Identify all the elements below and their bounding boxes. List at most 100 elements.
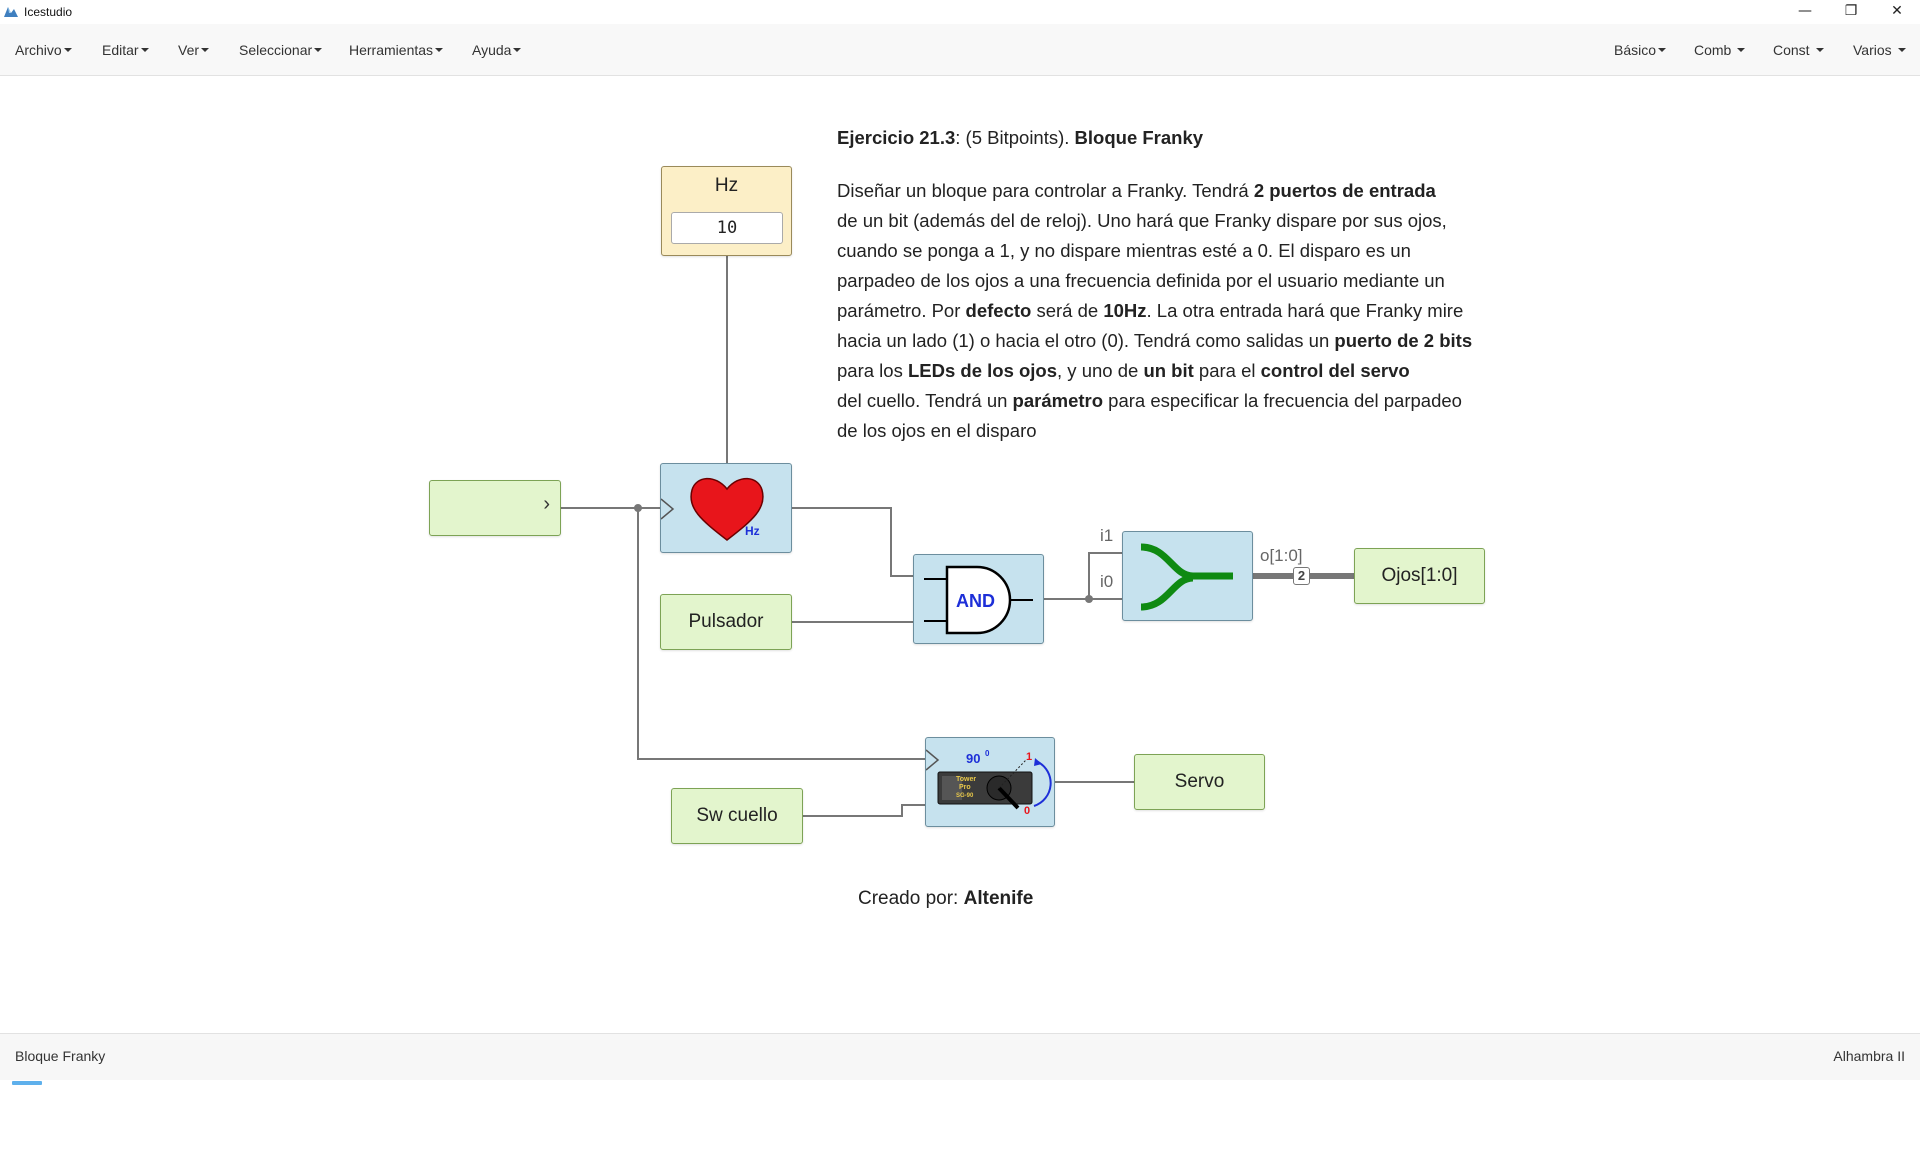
port-i0-label: i0 — [1100, 572, 1114, 591]
project-name: Bloque Franky — [15, 1048, 106, 1064]
param-hz-label: Hz — [714, 175, 739, 196]
info-line-4: parpadeo de los ojos a una frecuencia de… — [837, 270, 1445, 291]
info-line-8: del cuello. Tendrá un parámetro para esp… — [837, 386, 1507, 416]
join-bus-block[interactable] — [1122, 531, 1253, 621]
wire-junction — [1085, 595, 1093, 603]
heart-unit-label: Hz — [745, 524, 760, 538]
close-button[interactable]: ✕ — [1874, 0, 1920, 22]
wire-swcuello-servo[interactable] — [803, 804, 925, 817]
input-swcuello-label: Sw cuello — [696, 805, 778, 826]
caret-down-icon — [1737, 48, 1746, 52]
caret-down-icon — [314, 48, 323, 52]
info-line-7: para los LEDs de los ojos, y uno de un b… — [837, 356, 1507, 386]
info-text: del cuello. Tendrá un — [837, 390, 1013, 411]
close-icon: ✕ — [1891, 3, 1903, 19]
heart-hz-block[interactable]: Hz — [660, 463, 792, 553]
menu-seleccionar[interactable]: Seleccionar — [239, 24, 323, 76]
caret-down-icon — [1658, 48, 1667, 52]
menu-ayuda[interactable]: Ayuda — [472, 24, 522, 76]
menu-herramientas[interactable]: Herramientas — [349, 24, 444, 76]
caret-down-icon — [435, 48, 444, 52]
minimize-button[interactable]: — — [1782, 0, 1828, 22]
info-text: para especificar la frecuencia del parpa… — [1103, 390, 1462, 411]
menu-ayuda-label: Ayuda — [472, 42, 512, 58]
window-title: Icestudio — [24, 5, 73, 19]
servo-zero-label: 0 — [1024, 805, 1030, 817]
restore-button[interactable]: ❐ — [1828, 0, 1874, 22]
exercise-title: Ejercicio 21.3: (5 Bitpoints). Bloque Fr… — [837, 123, 1507, 153]
caret-down-icon — [1897, 48, 1906, 52]
output-ojos-block[interactable]: Ojos[1:0] — [1354, 548, 1485, 604]
design-canvas[interactable]: Hz 10 › Hz Pulsador AND i1 i0 o — [0, 77, 1920, 1085]
menu-const[interactable]: Const — [1773, 24, 1824, 76]
caret-down-icon — [201, 48, 210, 52]
param-hz-block[interactable]: Hz 10 — [661, 166, 792, 256]
info-text: para los — [837, 360, 908, 381]
info-line-9: de los ojos en el disparo — [837, 420, 1037, 441]
servo-brand-2: Pro — [959, 784, 971, 791]
menu-comb-label: Comb — [1694, 42, 1732, 58]
credit-prefix: Creado por: — [858, 888, 964, 909]
and-gate-label: AND — [956, 591, 995, 611]
icestudio-logo-icon — [4, 7, 18, 17]
info-text: será de — [1031, 300, 1104, 321]
info-bold: un bit — [1143, 360, 1194, 381]
wire-junction — [634, 504, 642, 512]
input-pulsador-label: Pulsador — [688, 611, 764, 632]
exercise-name: Bloque Franky — [1074, 127, 1204, 148]
credit-author: Altenife — [963, 888, 1034, 909]
output-servo-label: Servo — [1174, 771, 1225, 792]
servo-degree-sup: 0 — [985, 749, 990, 758]
menu-basico-label: Básico — [1614, 42, 1657, 58]
output-servo-block[interactable]: Servo — [1134, 754, 1265, 810]
menu-ver[interactable]: Ver — [178, 24, 210, 76]
menu-basico[interactable]: Básico — [1614, 24, 1667, 76]
info-bold: puerto de 2 bits — [1334, 330, 1473, 351]
info-bold: defecto — [965, 300, 1032, 321]
menu-comb[interactable]: Comb — [1694, 24, 1746, 76]
wire-heart-and[interactable] — [792, 507, 913, 577]
exercise-points: : (5 Bitpoints). — [955, 127, 1075, 148]
info-line-1: Diseñar un bloque para controlar a Frank… — [837, 176, 1507, 206]
menu-archivo-label: Archivo — [15, 42, 62, 58]
and-gate-block[interactable]: AND — [913, 554, 1044, 644]
info-text-block[interactable]: Ejercicio 21.3: (5 Bitpoints). Bloque Fr… — [837, 123, 1507, 446]
menu-editar[interactable]: Editar — [102, 24, 149, 76]
caret-down-icon — [63, 48, 72, 52]
info-bold: 2 puertos de entrada — [1253, 180, 1436, 201]
servo-control-block[interactable]: 90 0 Tower Pro SG-90 1 0 — [925, 737, 1055, 827]
menu-const-label: Const — [1773, 42, 1810, 58]
servo-motor-icon: 90 0 Tower Pro SG-90 1 0 — [926, 749, 1052, 817]
menu-editar-label: Editar — [102, 42, 139, 58]
info-bold: 10Hz — [1103, 300, 1147, 321]
menu-varios-label: Varios — [1853, 42, 1892, 58]
input-pulsador-block[interactable]: Pulsador — [660, 594, 792, 650]
title-bar: Icestudio — ❐ ✕ — [0, 0, 1920, 24]
status-bar: Bloque Franky Alhambra II — [0, 1033, 1920, 1080]
param-hz-value[interactable]: 10 — [671, 212, 783, 244]
info-text: . La otra entrada hará que Franky mire — [1146, 300, 1464, 321]
servo-brand-3: SG-90 — [956, 793, 974, 799]
info-bold: LEDs de los ojos — [907, 360, 1058, 381]
restore-icon: ❐ — [1844, 3, 1858, 19]
menu-varios[interactable]: Varios — [1853, 24, 1906, 76]
bus-width-badge: 2 — [1293, 567, 1310, 585]
join-arrows-icon — [1140, 543, 1233, 611]
board-selector[interactable]: Alhambra II — [1833, 1048, 1905, 1064]
servo-degree-label: 90 — [966, 751, 980, 766]
info-text: Diseñar un bloque para controlar a Frank… — [837, 180, 1254, 201]
servo-brand-1: Tower — [956, 776, 976, 783]
info-text: hacia un lado (1) o hacia el otro (0). T… — [837, 330, 1335, 351]
menu-seleccionar-label: Seleccionar — [239, 42, 313, 58]
menu-archivo[interactable]: Archivo — [15, 24, 72, 76]
info-line-2: de un bit (además del de reloj). Uno har… — [837, 210, 1447, 231]
chevron-right-icon: › — [543, 493, 550, 515]
info-text: parámetro. Por — [837, 300, 966, 321]
port-i1-label: i1 — [1100, 526, 1114, 545]
input-swcuello-block[interactable]: Sw cuello — [671, 788, 803, 844]
input-clock-block[interactable]: › — [429, 480, 561, 536]
info-line-5: parámetro. Por defecto será de 10Hz. La … — [837, 296, 1507, 326]
credit-text[interactable]: Creado por: Altenife — [858, 888, 1033, 910]
output-ojos-label: Ojos[1:0] — [1381, 565, 1458, 586]
exercise-number: Ejercicio 21.3 — [837, 127, 956, 148]
